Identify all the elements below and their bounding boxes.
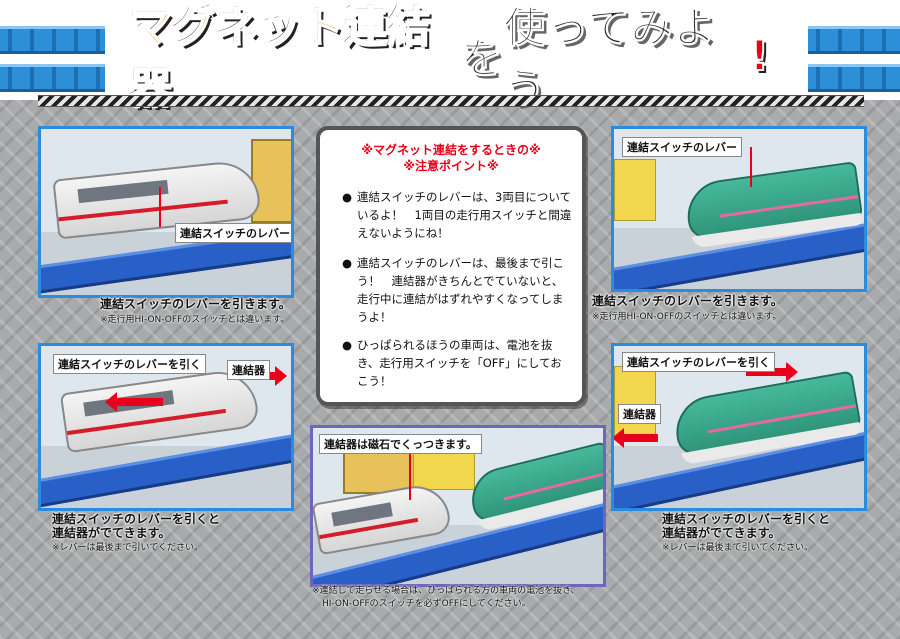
rail-tie — [816, 67, 820, 89]
label-lever: 連結スイッチのレバー — [175, 223, 291, 243]
caption-main-line1: 連結スイッチのレバーを引くと — [52, 512, 221, 526]
caption-top-right: 連結スイッチのレバーを引きます。 ※走行用HI-ON-OFFのスイッチとは違いま… — [592, 292, 783, 322]
rail-tie — [816, 29, 820, 51]
rail-tie — [30, 29, 34, 51]
rail-tie — [8, 67, 12, 89]
bottom-note-line1: ※連結して走らせる場合は、ひっぱられる方の車両の電池を抜き、 — [312, 586, 580, 596]
caption-main: 連結スイッチのレバーを引きます。 — [100, 297, 291, 311]
rail-tie — [52, 67, 56, 89]
caution-title-line1: ※マグネット連結をするときの※ — [361, 143, 541, 157]
photo-mid-right-coupler: 連結スイッチのレバーを引く 連結器 — [611, 343, 867, 511]
caution-item-text: 連結スイッチのレバーは、最後まで引こう！ 連結器がきちんとでていないと、走行中に… — [357, 256, 564, 324]
label-coupler: 連結器 — [227, 360, 270, 380]
title-part-magnet-coupler: マグネット連結器 — [129, 2, 432, 114]
rail-tie — [882, 29, 886, 51]
rail-tie — [860, 29, 864, 51]
caution-item: ● ひっぱられるほうの車両は、電池を抜き、走行用スイッチを「OFF」にしておこう… — [342, 336, 572, 390]
pull-right-arrow-icon — [746, 362, 798, 382]
rail-decoration-left-bottom — [0, 64, 105, 92]
train-stripe — [58, 199, 228, 222]
bottom-note: ※連結して走らせる場合は、ひっぱられる方の車両の電池を抜き、 HI-ON-OFF… — [312, 585, 612, 611]
caption-main-line2: 連結器がでてきます。 — [662, 526, 781, 540]
station-building — [251, 139, 291, 223]
caution-title: ※マグネット連結をするときの※ ※注意ポイント※ — [320, 142, 582, 174]
rail-tie — [838, 29, 842, 51]
rail-tie — [8, 29, 12, 51]
train-window — [77, 179, 169, 204]
label-pull-lever: 連結スイッチのレバーを引く — [622, 352, 775, 372]
caption-note: ※走行用HI-ON-OFFのスイッチとは違います。 — [100, 315, 290, 325]
station-platform — [614, 159, 656, 221]
leader-line — [409, 448, 411, 500]
label-pull-lever: 連結スイッチのレバーを引く — [53, 354, 206, 374]
caution-points-box: ※マグネット連結をするときの※ ※注意ポイント※ ● 連結スイッチのレバーは、3… — [316, 126, 586, 406]
caution-item: ● 連結スイッチのレバーは、最後まで引こう！ 連結器がきちんとでていないと、走行… — [342, 254, 572, 326]
bullet-icon: ● — [342, 190, 353, 204]
rail-tie — [96, 29, 100, 51]
rail-tie — [52, 29, 56, 51]
leader-line — [159, 187, 161, 227]
photo-mid-left-coupler: 連結スイッチのレバーを引く 連結器 — [38, 343, 294, 511]
coupler-out-arrow-icon — [614, 428, 658, 448]
caption-note: ※走行用HI-ON-OFFのスイッチとは違います。 — [592, 312, 782, 322]
pull-left-arrow-icon — [105, 392, 163, 412]
caption-main-line2: 連結器がでてきます。 — [52, 526, 171, 540]
caption-top-left: 連結スイッチのレバーを引きます。 ※走行用HI-ON-OFFのスイッチとは違いま… — [100, 295, 291, 325]
rail-tie — [74, 29, 78, 51]
rail-tie — [74, 67, 78, 89]
photo-top-right-lever: 連結スイッチのレバー — [611, 126, 867, 292]
caption-note: ※レバーは最後まで引いてください。 — [52, 543, 204, 553]
caution-item-text: 連結スイッチのレバーは、3両目についているよ！ 1両目の走行用スイッチと間違えな… — [357, 190, 572, 240]
rail-tie — [838, 67, 842, 89]
label-coupler: 連結器 — [618, 404, 661, 424]
station-platform — [413, 448, 475, 490]
photo-center-magnet: 連結器は磁石でくっつきます。 — [310, 425, 606, 587]
title-part-exclaim: ! — [749, 30, 770, 81]
caption-main: 連結スイッチのレバーを引きます。 — [592, 294, 783, 308]
rail-tie — [30, 67, 34, 89]
label-magnet: 連結器は磁石でくっつきます。 — [319, 434, 482, 454]
bullet-icon: ● — [342, 256, 353, 270]
header-band — [0, 0, 900, 100]
caution-item-text: ひっぱられるほうの車両は、電池を抜き、走行用スイッチを「OFF」にしておこう！ — [357, 338, 562, 388]
rail-decoration-right-top — [808, 26, 900, 54]
bullet-icon: ● — [342, 338, 353, 352]
label-lever: 連結スイッチのレバー — [622, 137, 742, 157]
caution-item: ● 連結スイッチのレバーは、3両目についているよ！ 1両目の走行用スイッチと間違… — [342, 188, 572, 242]
caution-title-line2: ※注意ポイント※ — [403, 159, 499, 173]
rail-tie — [882, 67, 886, 89]
station-platform — [614, 366, 656, 438]
train-stripe — [719, 195, 859, 218]
photo-top-left-lever: 連結スイッチのレバー — [38, 126, 294, 298]
title-part-wo: を — [460, 33, 504, 83]
caption-mid-left: 連結スイッチのレバーを引くと 連結器がでてきます。 ※レバーは最後まで引いてくだ… — [52, 512, 220, 553]
rail-tie — [860, 67, 864, 89]
rail-decoration-right-bottom — [808, 64, 900, 92]
caption-note: ※レバーは最後まで引いてください。 — [662, 543, 814, 553]
leader-line — [750, 147, 752, 187]
rail-decoration-left-top — [0, 26, 105, 54]
rail-tie — [96, 67, 100, 89]
page-title: マグネット連結器を使ってみよう! — [129, 2, 770, 114]
caption-main-line1: 連結スイッチのレバーを引くと — [662, 512, 831, 526]
hazard-stripe-divider — [38, 95, 864, 107]
caption-mid-right: 連結スイッチのレバーを引くと 連結器がでてきます。 ※レバーは最後まで引いてくだ… — [662, 512, 830, 553]
bottom-note-line2: HI-ON-OFFのスイッチを必ずOFFにしてください。 — [322, 599, 531, 609]
